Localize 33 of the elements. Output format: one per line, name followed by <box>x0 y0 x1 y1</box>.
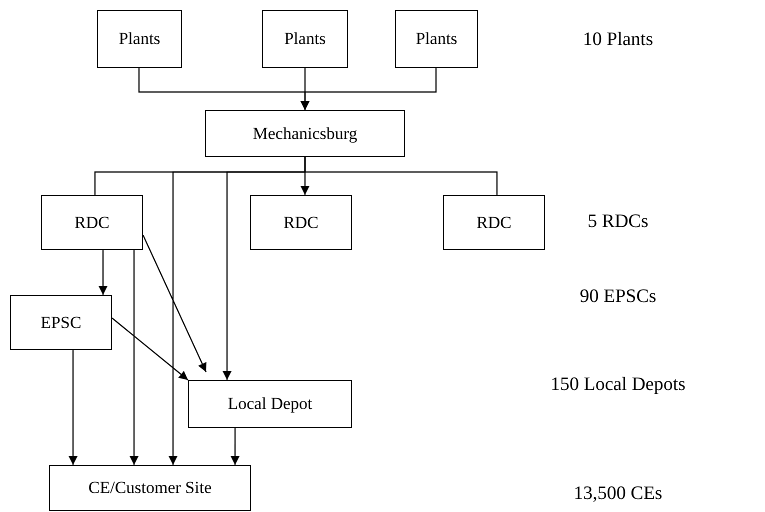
arrow <box>230 428 240 465</box>
arrow <box>68 350 78 465</box>
arrow <box>222 157 306 380</box>
process-box <box>395 10 478 68</box>
count-label: 13,500 CEs <box>574 482 662 506</box>
process-box <box>443 195 545 250</box>
process-box <box>97 10 182 68</box>
count-label: 10 Plants <box>582 28 654 52</box>
process-box <box>205 110 405 157</box>
box-label: Mechanicsburg <box>252 122 358 144</box>
arrow <box>98 250 108 295</box>
box-label: RDC <box>284 212 318 234</box>
arrow <box>112 318 188 380</box>
process-box <box>250 195 352 250</box>
process-box <box>188 380 352 428</box>
process-box <box>41 195 143 250</box>
box-label: Plants <box>118 28 160 50</box>
count-label: 5 RDCs <box>588 210 648 234</box>
process-box <box>10 295 112 350</box>
arrow <box>300 68 437 110</box>
box-label: RDC <box>74 212 110 234</box>
box-label: Plants <box>284 28 326 50</box>
arrow <box>142 234 207 372</box>
count-label: 150 Local Depots <box>550 372 686 397</box>
box-label: EPSC <box>40 312 82 334</box>
box-label: RDC <box>476 212 512 234</box>
count-label: 90 EPSCs <box>580 284 656 309</box>
box-label: Plants <box>416 28 458 50</box>
arrow <box>130 250 139 465</box>
box-label: Local Depot <box>228 393 312 415</box>
process-box <box>262 10 348 68</box>
process-box <box>49 465 251 511</box>
box-label: CE/Customer Site <box>88 477 212 499</box>
